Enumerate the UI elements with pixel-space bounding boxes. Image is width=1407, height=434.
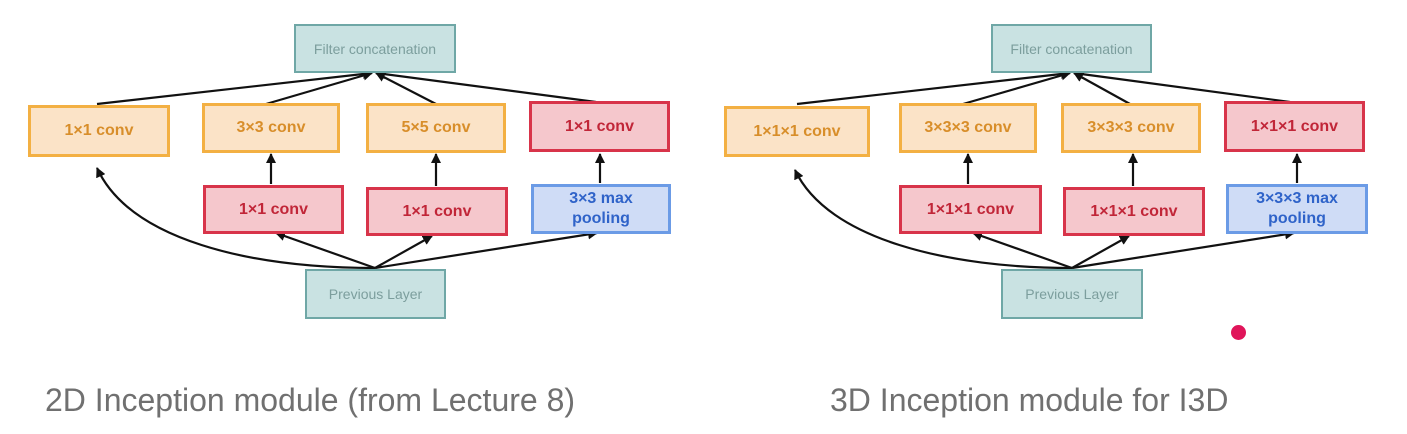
- right-mid-box-1: 1×1×1 conv: [899, 185, 1042, 234]
- edge-right-prev-to-top1: [794, 169, 1073, 270]
- right-previous-layer: Previous Layer: [1001, 269, 1143, 319]
- left-filter-concatenation: Filter concatenation: [294, 24, 456, 73]
- left-previous-layer: Previous Layer: [305, 269, 446, 319]
- left-top-box-3: 5×5 conv: [366, 103, 506, 153]
- left-top-box-4: 1×1 conv: [529, 101, 670, 152]
- left-top-box-1: 1×1 conv: [28, 105, 170, 157]
- right-top-box-3: 3×3×3 conv: [1061, 103, 1201, 153]
- edge-left-prev-to-top1: [96, 167, 376, 270]
- right-top-box-2: 3×3×3 conv: [899, 103, 1037, 153]
- edge-left-top2-to-filter: [265, 70, 373, 106]
- edge-right-top4-to-filter: [1073, 69, 1291, 104]
- edge-left-prev-to-mid1: [275, 231, 376, 270]
- right-filter-concatenation: Filter concatenation: [991, 24, 1152, 73]
- edge-right-prev-to-mid1: [972, 231, 1073, 270]
- left-top-box-2: 3×3 conv: [202, 103, 340, 153]
- left-mid-box-1: 1×1 conv: [203, 185, 344, 234]
- left-mid-box-2: 1×1 conv: [366, 187, 508, 236]
- edge-right-top2-to-filter: [962, 70, 1071, 106]
- right-top-box-1: 1×1×1 conv: [724, 106, 870, 157]
- pointer-dot: [1231, 325, 1246, 340]
- edge-left-top3-to-filter: [375, 72, 437, 105]
- edge-right-top1-to-filter: [796, 69, 1071, 106]
- right-caption: 3D Inception module for I3D: [830, 382, 1229, 418]
- right-top-box-4: 1×1×1 conv: [1224, 101, 1365, 152]
- right-mid-box-3: 3×3×3 max pooling: [1226, 184, 1368, 234]
- edge-left-top1-to-filter: [96, 69, 373, 106]
- edge-right-prev-to-mid2: [1071, 235, 1130, 269]
- edge-right-prev-to-mid3: [1071, 229, 1295, 270]
- edge-left-prev-to-mid3: [374, 229, 598, 270]
- edge-left-prev-to-mid2: [374, 235, 433, 269]
- left-caption: 2D Inception module (from Lecture 8): [45, 382, 576, 418]
- left-mid-box-3: 3×3 max pooling: [531, 184, 671, 234]
- right-mid-box-2: 1×1×1 conv: [1063, 187, 1205, 236]
- edge-left-top4-to-filter: [375, 69, 597, 104]
